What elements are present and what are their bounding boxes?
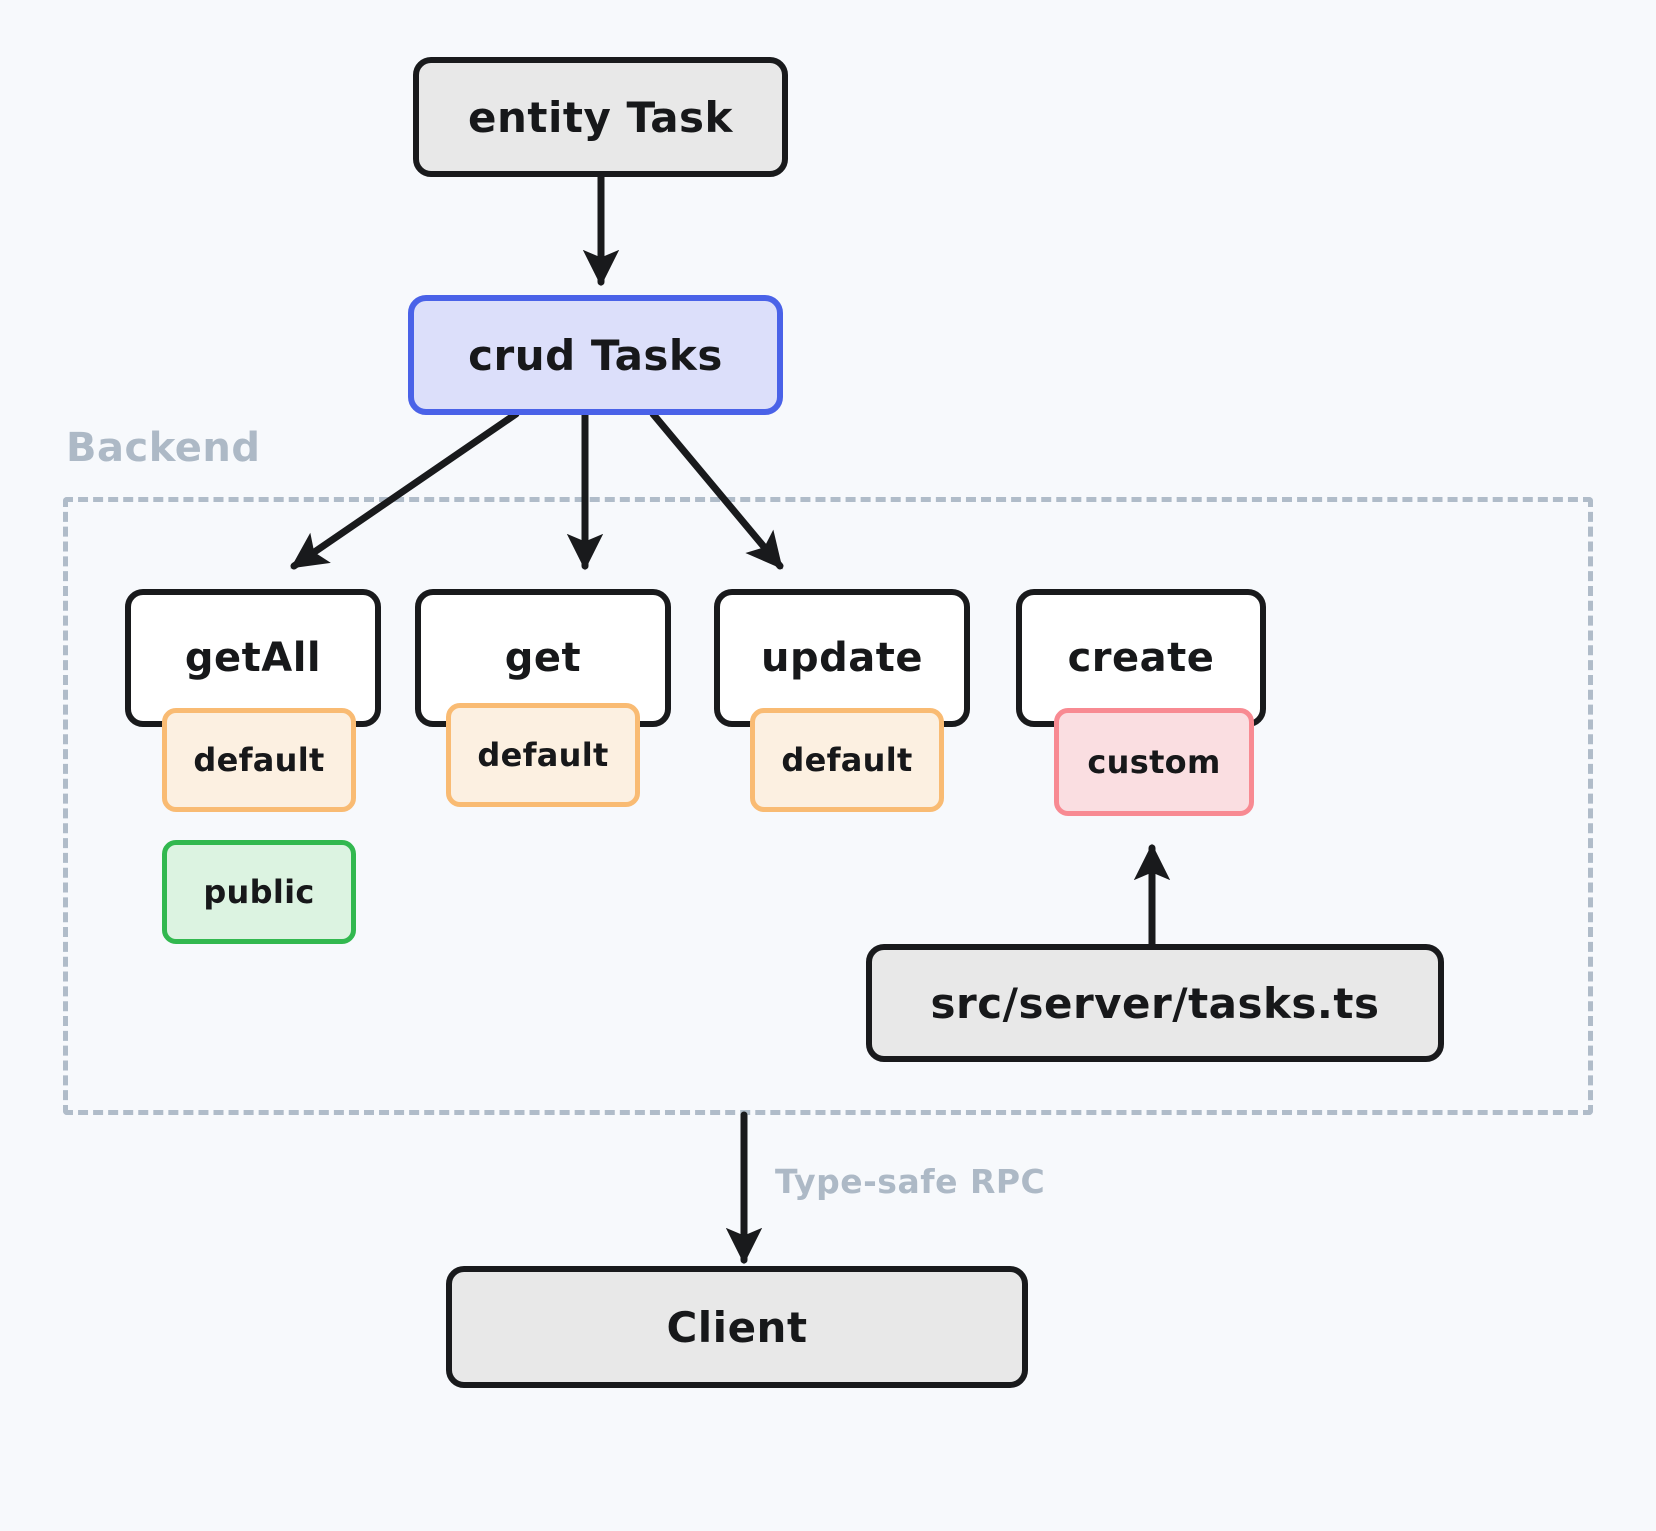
node-client[interactable]: Client [446, 1266, 1028, 1388]
badge-create-custom[interactable]: custom [1054, 708, 1254, 816]
badge-getall-public-label: public [203, 873, 315, 911]
node-entity-task[interactable]: entity Task [413, 57, 788, 177]
node-method-update[interactable]: update [714, 589, 970, 727]
badge-create-custom-label: custom [1087, 743, 1221, 781]
node-method-getall[interactable]: getAll [125, 589, 381, 727]
node-crud-tasks-label: crud Tasks [468, 330, 723, 380]
badge-update-default-label: default [781, 741, 913, 779]
badge-get-default[interactable]: default [446, 703, 640, 807]
badge-update-default[interactable]: default [750, 708, 944, 812]
node-source-file[interactable]: src/server/tasks.ts [866, 944, 1444, 1062]
node-method-update-label: update [761, 635, 923, 681]
backend-group-box [63, 497, 1593, 1115]
node-crud-tasks[interactable]: crud Tasks [408, 295, 783, 415]
node-method-create-label: create [1067, 635, 1215, 681]
edge-label-type-safe-rpc: Type-safe RPC [775, 1162, 1046, 1201]
node-method-create[interactable]: create [1016, 589, 1266, 727]
node-method-get-label: get [504, 635, 582, 681]
badge-getall-default-label: default [193, 741, 325, 779]
badge-getall-default[interactable]: default [162, 708, 356, 812]
node-method-getall-label: getAll [184, 635, 322, 681]
badge-getall-public[interactable]: public [162, 840, 356, 944]
badge-get-default-label: default [477, 736, 609, 774]
node-entity-task-label: entity Task [468, 92, 733, 142]
node-source-file-label: src/server/tasks.ts [930, 978, 1380, 1028]
node-client-label: Client [666, 1302, 808, 1352]
backend-group-label: Backend [66, 425, 261, 471]
